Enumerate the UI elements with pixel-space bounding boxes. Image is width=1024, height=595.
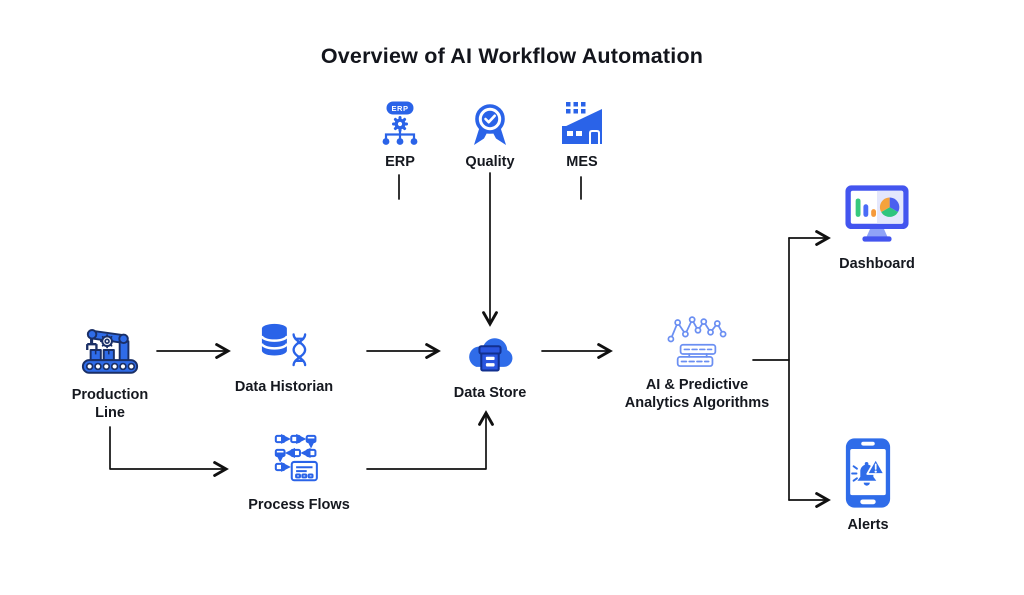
node-data-historian: Data Historian [214,320,354,396]
node-label-production-line: Production Line [71,387,149,422]
node-mes: MES [542,100,622,171]
node-dashboard: Dashboard [812,183,942,273]
database-dna-icon [260,323,307,367]
node-label-erp: ERP [385,154,415,170]
quality-medal-icon [474,104,506,145]
node-label-quality: Quality [465,154,515,170]
node-label-ai-analytics: AI & Predictive Analytics Algorithms [624,377,770,412]
node-label-data-historian: Data Historian [234,379,334,395]
monitor-charts-icon [845,185,909,242]
factory-icon [562,102,602,144]
node-label-data-store: Data Store [453,385,527,401]
cloud-server-icon [469,338,513,372]
node-alerts: Alerts [818,436,918,534]
node-production-line: Production Line [55,318,165,423]
node-data-store: Data Store [430,332,550,402]
robot-arm-conveyor-icon [81,329,139,374]
node-erp: ERP ERP [360,100,440,171]
connector-production-to-processflows [109,426,229,477]
erp-badge-text: ERP [392,104,409,113]
phone-alert-bell-icon [845,438,891,508]
node-label-alerts: Alerts [847,517,889,533]
node-label-process-flows: Process Flows [248,497,350,513]
page-title: Overview of AI Workflow Automation [320,44,704,68]
node-process-flows: Process Flows [234,432,364,514]
network-graph-servers-icon [667,316,727,367]
node-quality: Quality [450,100,530,171]
flowchart-document-icon [274,433,318,482]
node-ai-analytics: AI & Predictive Analytics Algorithms [615,310,779,413]
node-label-dashboard: Dashboard [839,256,915,272]
connector-processflows-to-store [366,410,494,470]
erp-org-gear-icon: ERP [382,101,418,145]
node-label-mes: MES [566,154,598,170]
